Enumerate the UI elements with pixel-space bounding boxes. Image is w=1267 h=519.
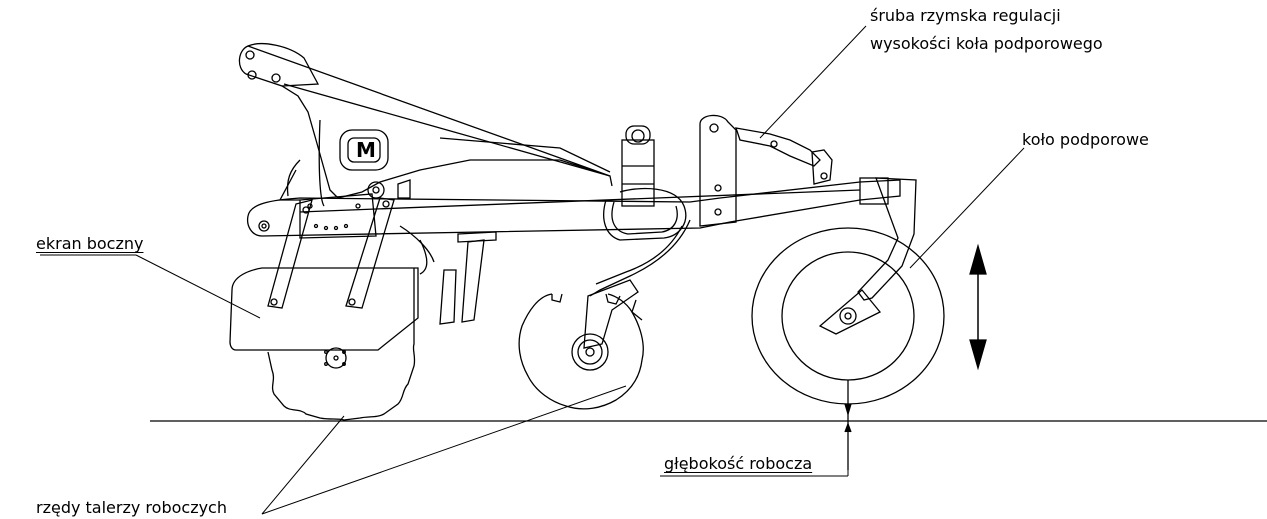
- label-turnbuckle-line1: śruba rzymska regulacji: [870, 6, 1061, 25]
- depth-arrow: [844, 380, 852, 470]
- turnbuckle: [735, 127, 833, 185]
- shank: [399, 225, 497, 325]
- front-disc: [267, 268, 416, 421]
- leader-lines: [40, 25, 1025, 515]
- logo-badge: [339, 129, 389, 171]
- label-support-wheel: koło podporowe: [1022, 130, 1149, 149]
- label-disc-rows: rzędy talerzy roboczych: [36, 498, 227, 517]
- support-wheel: [751, 227, 945, 405]
- rear-arm-plate: [699, 114, 737, 227]
- side-screen-plate: [229, 267, 419, 351]
- main-beam: [246, 179, 901, 237]
- label-side-screen: ekran boczny: [36, 234, 144, 253]
- label-working-depth: głębokość robocza: [664, 454, 813, 473]
- hitch-frame: [238, 43, 613, 207]
- middle-arm: [583, 279, 639, 349]
- support-plate: [299, 179, 411, 239]
- height-arrow: [969, 243, 987, 371]
- middle-disc: [518, 293, 644, 410]
- spring-clamp: [589, 125, 691, 297]
- label-turnbuckle-line2: wysokości koła podporowego: [870, 34, 1103, 53]
- side-screen-struts: [267, 197, 395, 309]
- wheel-fork: [818, 177, 917, 335]
- logo-letter: M: [356, 138, 376, 162]
